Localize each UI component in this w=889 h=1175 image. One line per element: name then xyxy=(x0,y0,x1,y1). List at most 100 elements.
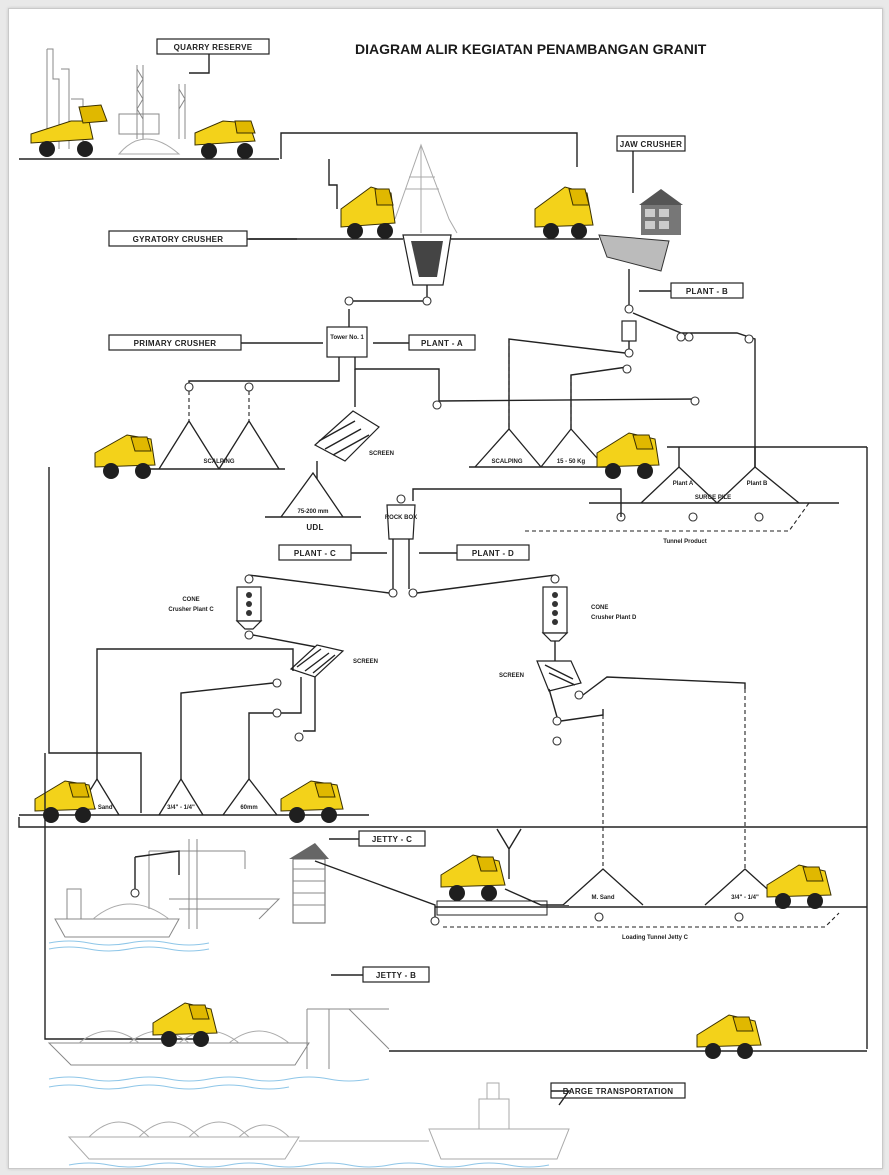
plant-b-label: PLANT - B xyxy=(686,287,728,296)
node-gyratory-left xyxy=(344,296,354,306)
jetty-c-label: JETTY - C xyxy=(372,835,412,844)
udl-label: UDL xyxy=(306,523,323,532)
plant-a-label: PLANT - A xyxy=(421,339,463,348)
screen-d-to-jetty-pile-2 xyxy=(582,676,746,696)
scalping-feed-lines xyxy=(188,391,250,421)
haul-road-to-gyratory xyxy=(328,159,338,209)
scalping-a-label: SCALPING xyxy=(203,459,234,465)
jaw-crusher-building xyxy=(598,189,683,272)
jetty-pile-2-label: 3/4" - 1/4" xyxy=(731,895,759,901)
plant-b-piles xyxy=(474,427,606,468)
plant-b-pile-feeds xyxy=(508,339,572,429)
node-cone-c-out xyxy=(244,630,254,640)
plant-c-label: PLANT - C xyxy=(294,549,336,558)
diagram-page: DIAGRAM ALIR KEGIATAN PENAMBANGAN GRANIT… xyxy=(8,8,883,1169)
truck-jetty-c-right xyxy=(766,864,832,909)
truck-jetty-c xyxy=(440,854,506,901)
surge-plant-b-label: Plant B xyxy=(747,481,768,487)
rock-box-to-cone-c xyxy=(248,574,390,594)
screen-d-to-jetty-pile-1 xyxy=(560,709,604,722)
screen-d-mesh xyxy=(544,664,576,686)
rock-box-label: ROCK BOX xyxy=(385,515,417,521)
tower-to-scalping xyxy=(188,357,340,391)
jetty-c-vessel xyxy=(48,888,281,952)
jetty-c-conveyor xyxy=(314,860,436,917)
node-rock-box-c xyxy=(388,588,398,598)
screen-d-label: SCREEN xyxy=(499,673,524,679)
node-screen-d-2 xyxy=(552,716,562,726)
screen-c-mesh xyxy=(296,648,336,674)
jetty-c-tower xyxy=(289,843,329,924)
node-gyratory-right xyxy=(422,296,432,306)
node-plant-b-piles xyxy=(690,396,700,406)
jetty-b-label: JETTY - B xyxy=(376,971,416,980)
primary-crusher-label: PRIMARY CRUSHER xyxy=(134,339,217,348)
surge-plant-a-label: Plant A xyxy=(673,481,694,487)
tower-label: Tower No. 1 xyxy=(330,335,364,341)
plant-b-conveyor xyxy=(632,312,756,479)
gyratory-crusher-bowl xyxy=(411,241,443,277)
node-screen-c-2 xyxy=(272,708,282,718)
quarry-reserve-pointer xyxy=(189,54,210,74)
plant-d-drop-lines xyxy=(602,689,746,869)
node-rock-box-d xyxy=(408,588,418,598)
node-tunnel-3 xyxy=(754,512,764,522)
node-loading-2 xyxy=(734,912,744,922)
jaw-crusher-label: JAW CRUSHER xyxy=(620,140,682,149)
node-15-50 xyxy=(622,364,632,374)
pile-c3-label: 60mm xyxy=(240,805,257,811)
truck-gyratory xyxy=(340,186,396,239)
loading-tunnel-line xyxy=(443,912,840,928)
tunnel-to-rock-box xyxy=(412,488,622,517)
jetty-c-hopper-chute xyxy=(496,828,522,879)
node-jetty-c-1 xyxy=(430,916,440,926)
plant-b-bin xyxy=(621,320,637,342)
node-plant-b-2 xyxy=(684,332,694,342)
return-line-left xyxy=(48,467,142,813)
screen-c-deck xyxy=(289,644,345,678)
jetty-c-dump-station xyxy=(436,900,548,916)
cone-d-sub: Crusher Plant D xyxy=(591,615,637,621)
jetty-b-barge xyxy=(47,1008,390,1090)
truck-plant-c-left xyxy=(34,780,96,823)
truck-jaw xyxy=(534,186,594,239)
barge-pointer xyxy=(551,1090,571,1106)
truck-scalping-a xyxy=(94,434,156,479)
node-plant-b-1 xyxy=(676,332,686,342)
gyratory-crusher-label: GYRATORY CRUSHER xyxy=(133,235,224,244)
jaw-crusher-box xyxy=(616,135,686,152)
haul-road-to-jaw xyxy=(280,132,578,167)
udl-size-label: 75-200 mm xyxy=(297,509,328,515)
screen-c-out-3 xyxy=(303,677,316,732)
rock-box xyxy=(386,504,416,540)
jetty-b-feed-line xyxy=(44,753,199,1040)
cone-c-title: CONE xyxy=(182,597,199,603)
node-loading-1 xyxy=(594,912,604,922)
screen-a-label: SCREEN xyxy=(369,451,394,457)
node-plant-b-bin xyxy=(624,348,634,358)
scalping-piles-a xyxy=(158,419,280,470)
node-screen-c-3 xyxy=(294,732,304,742)
screen-d-down xyxy=(548,688,558,718)
screen-c-to-pile-3 xyxy=(248,712,273,779)
truck-jetty-b-barge xyxy=(152,1002,218,1047)
jetty-c-upper-line xyxy=(18,817,867,828)
screen-c-out-2 xyxy=(279,677,302,714)
jetty-m-sand-label: M. Sand xyxy=(591,895,614,901)
cone-d-title: CONE xyxy=(591,605,608,611)
truck-quarry-hauler xyxy=(194,120,256,159)
tower-to-plant-b-piles xyxy=(354,357,698,402)
screen-c-to-pile-2 xyxy=(180,682,274,779)
diagram-title: DIAGRAM ALIR KEGIATAN PENAMBANGAN GRANIT xyxy=(355,41,707,57)
jetty-c-crane xyxy=(130,839,246,929)
node-scalping-1 xyxy=(184,382,194,392)
scalping-b-label: SCALPING xyxy=(491,459,522,465)
loading-tunnel-label: Loading Tunnel Jetty C xyxy=(622,935,689,941)
rock-box-outlets xyxy=(392,539,410,589)
flow-diagram: DIAGRAM ALIR KEGIATAN PENAMBANGAN GRANIT… xyxy=(18,38,868,1168)
screen-c-label: SCREEN xyxy=(353,659,378,665)
pile-15-50-label: 15 - 50 Kg xyxy=(557,459,586,465)
truck-plant-c-right xyxy=(280,780,344,823)
node-scalping-2 xyxy=(244,382,254,392)
surge-pile-feeds xyxy=(678,447,756,467)
